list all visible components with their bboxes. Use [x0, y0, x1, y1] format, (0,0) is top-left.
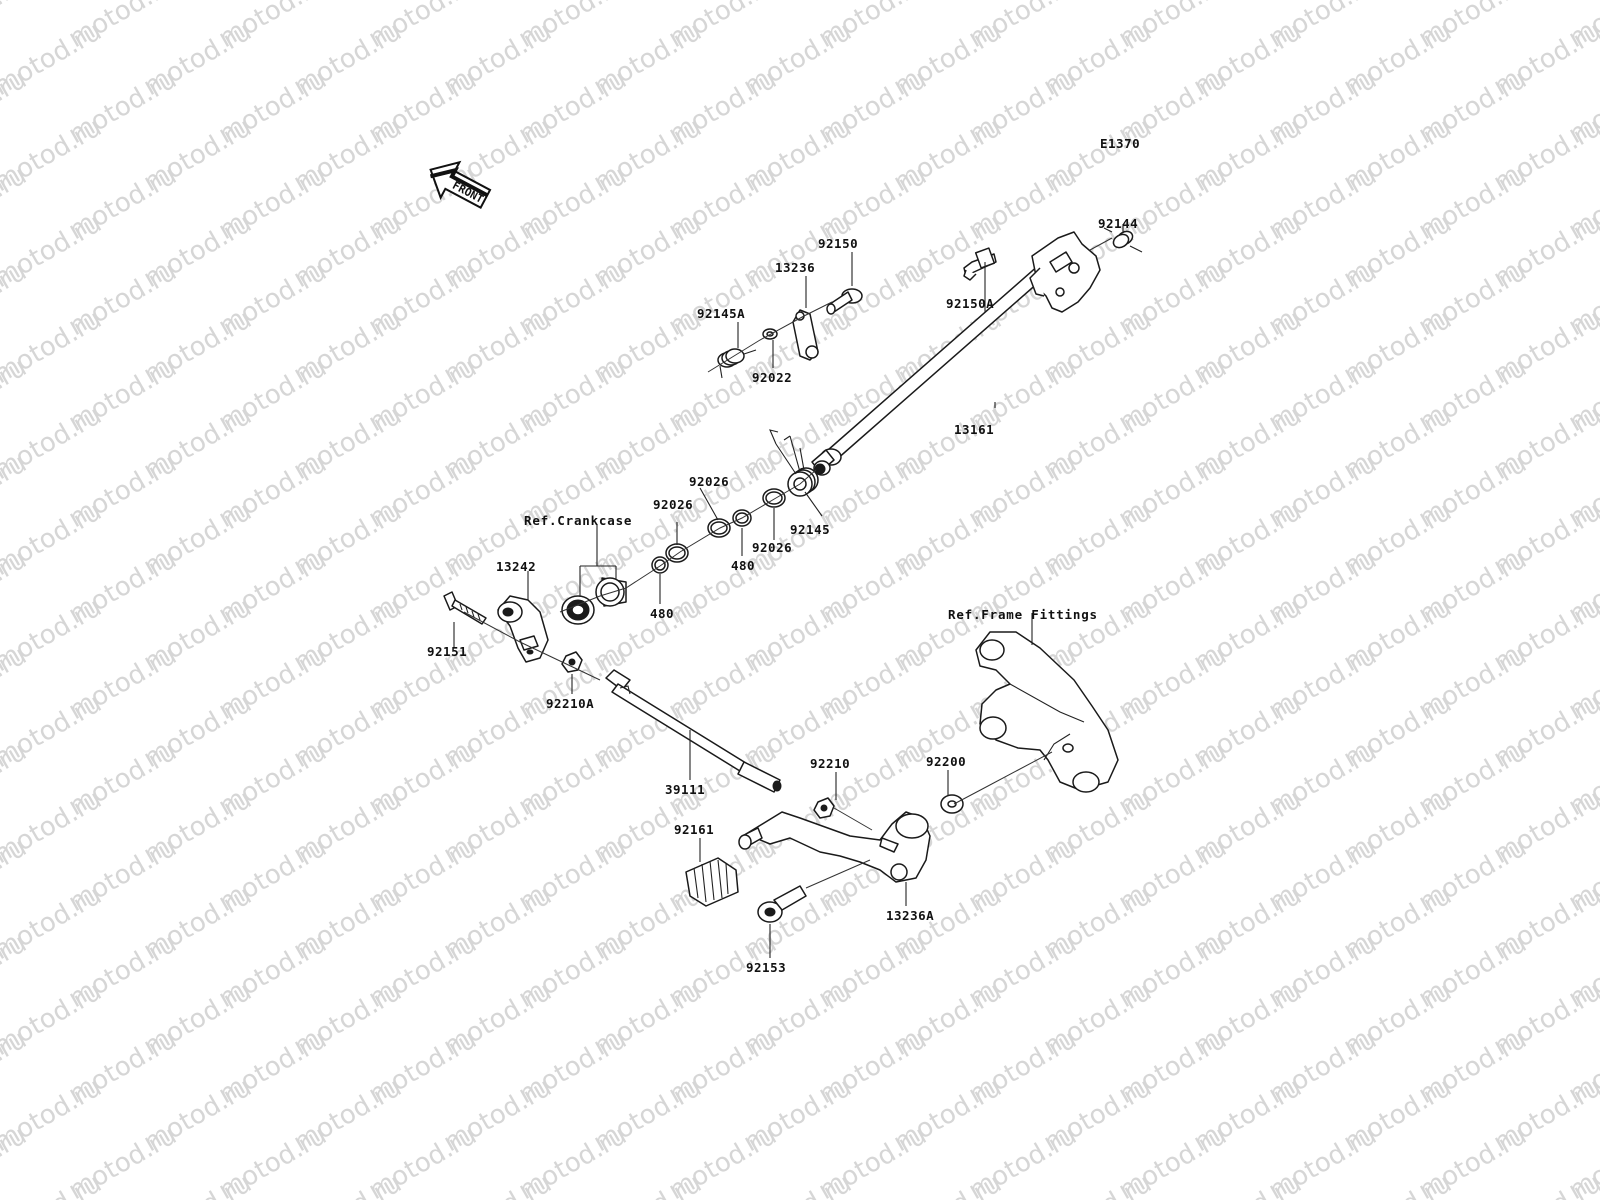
callout-92026-b: 92026 — [689, 474, 729, 489]
callout-13161: 13161 — [954, 422, 994, 437]
shift-shaft-13161 — [811, 231, 1101, 476]
callout-92150A: 92150A — [946, 296, 994, 311]
bolt-92153 — [757, 885, 807, 923]
callout-480-b: 480 — [731, 558, 755, 573]
link-13236 — [792, 309, 819, 361]
callout-92210A: 92210A — [546, 696, 594, 711]
callout-480-a: 480 — [650, 606, 674, 621]
ref-crankcase: Ref.Crankcase — [524, 513, 632, 528]
callout-39111: 39111 — [665, 782, 705, 797]
circlip-480-a — [651, 556, 669, 574]
callout-92026-a: 92026 — [653, 497, 693, 512]
watermark-text: motod.ru — [1039, 1168, 1157, 1200]
callout-labels: 92150 13236 92145A 92022 92144 92150A 13… — [427, 216, 1138, 975]
needle-bearing — [595, 577, 627, 607]
ring-92026-a — [665, 543, 689, 563]
nut-92210A — [561, 651, 583, 673]
ring-92026-c — [762, 488, 786, 508]
watermark-text: motod.ru — [0, 0, 32, 54]
callout-92022: 92022 — [752, 370, 792, 385]
bolt-92150 — [826, 288, 863, 315]
ref-frame-fittings: Ref.Frame Fittings — [948, 607, 1098, 622]
callout-92210: 92210 — [810, 756, 850, 771]
callout-92161: 92161 — [674, 822, 714, 837]
washer-92200 — [940, 794, 964, 814]
diagram-id: E1370 — [1100, 136, 1140, 151]
frame-bracket — [975, 631, 1119, 793]
callout-13236A: 13236A — [886, 908, 934, 923]
callout-92145: 92145 — [790, 522, 830, 537]
spring-92144 — [1103, 227, 1143, 253]
watermark-text: motod.ru — [139, 1168, 257, 1200]
watermark-text: motod.ru — [589, 1168, 707, 1200]
callout-13236: 13236 — [775, 260, 815, 275]
tie-rod-39111 — [605, 669, 782, 793]
callout-13242: 13242 — [496, 559, 536, 574]
oil-seal — [561, 595, 595, 625]
lever-13242 — [497, 595, 549, 663]
callout-92145A: 92145A — [697, 306, 745, 321]
peg-rubber-92161 — [685, 857, 739, 907]
shift-pedal-13236A — [738, 811, 931, 883]
bolt-92151 — [443, 591, 487, 625]
watermark-text: motod.ru — [1189, 1168, 1307, 1200]
callout-92151: 92151 — [427, 644, 467, 659]
watermark-text: motod.ru — [289, 1168, 407, 1200]
callout-92150: 92150 — [818, 236, 858, 251]
ring-92026-b — [707, 518, 731, 538]
watermark-text: motod.ru — [889, 1168, 1007, 1200]
watermark-text: motod.ru — [0, 1168, 107, 1200]
callout-92153: 92153 — [746, 960, 786, 975]
nut-92210 — [813, 797, 835, 819]
assembly-axis-lines — [463, 237, 1113, 889]
stud-92150A — [963, 247, 997, 281]
callout-92026-c: 92026 — [752, 540, 792, 555]
watermark-text: motod.ru — [439, 1168, 557, 1200]
watermark-text: motod.ru — [1339, 1168, 1457, 1200]
callout-92200: 92200 — [926, 754, 966, 769]
callout-92144: 92144 — [1098, 216, 1138, 231]
watermark-text: motod.ru — [1489, 1168, 1600, 1200]
watermark-text: motod.ru — [739, 1168, 857, 1200]
callout-leaders — [453, 224, 1124, 958]
